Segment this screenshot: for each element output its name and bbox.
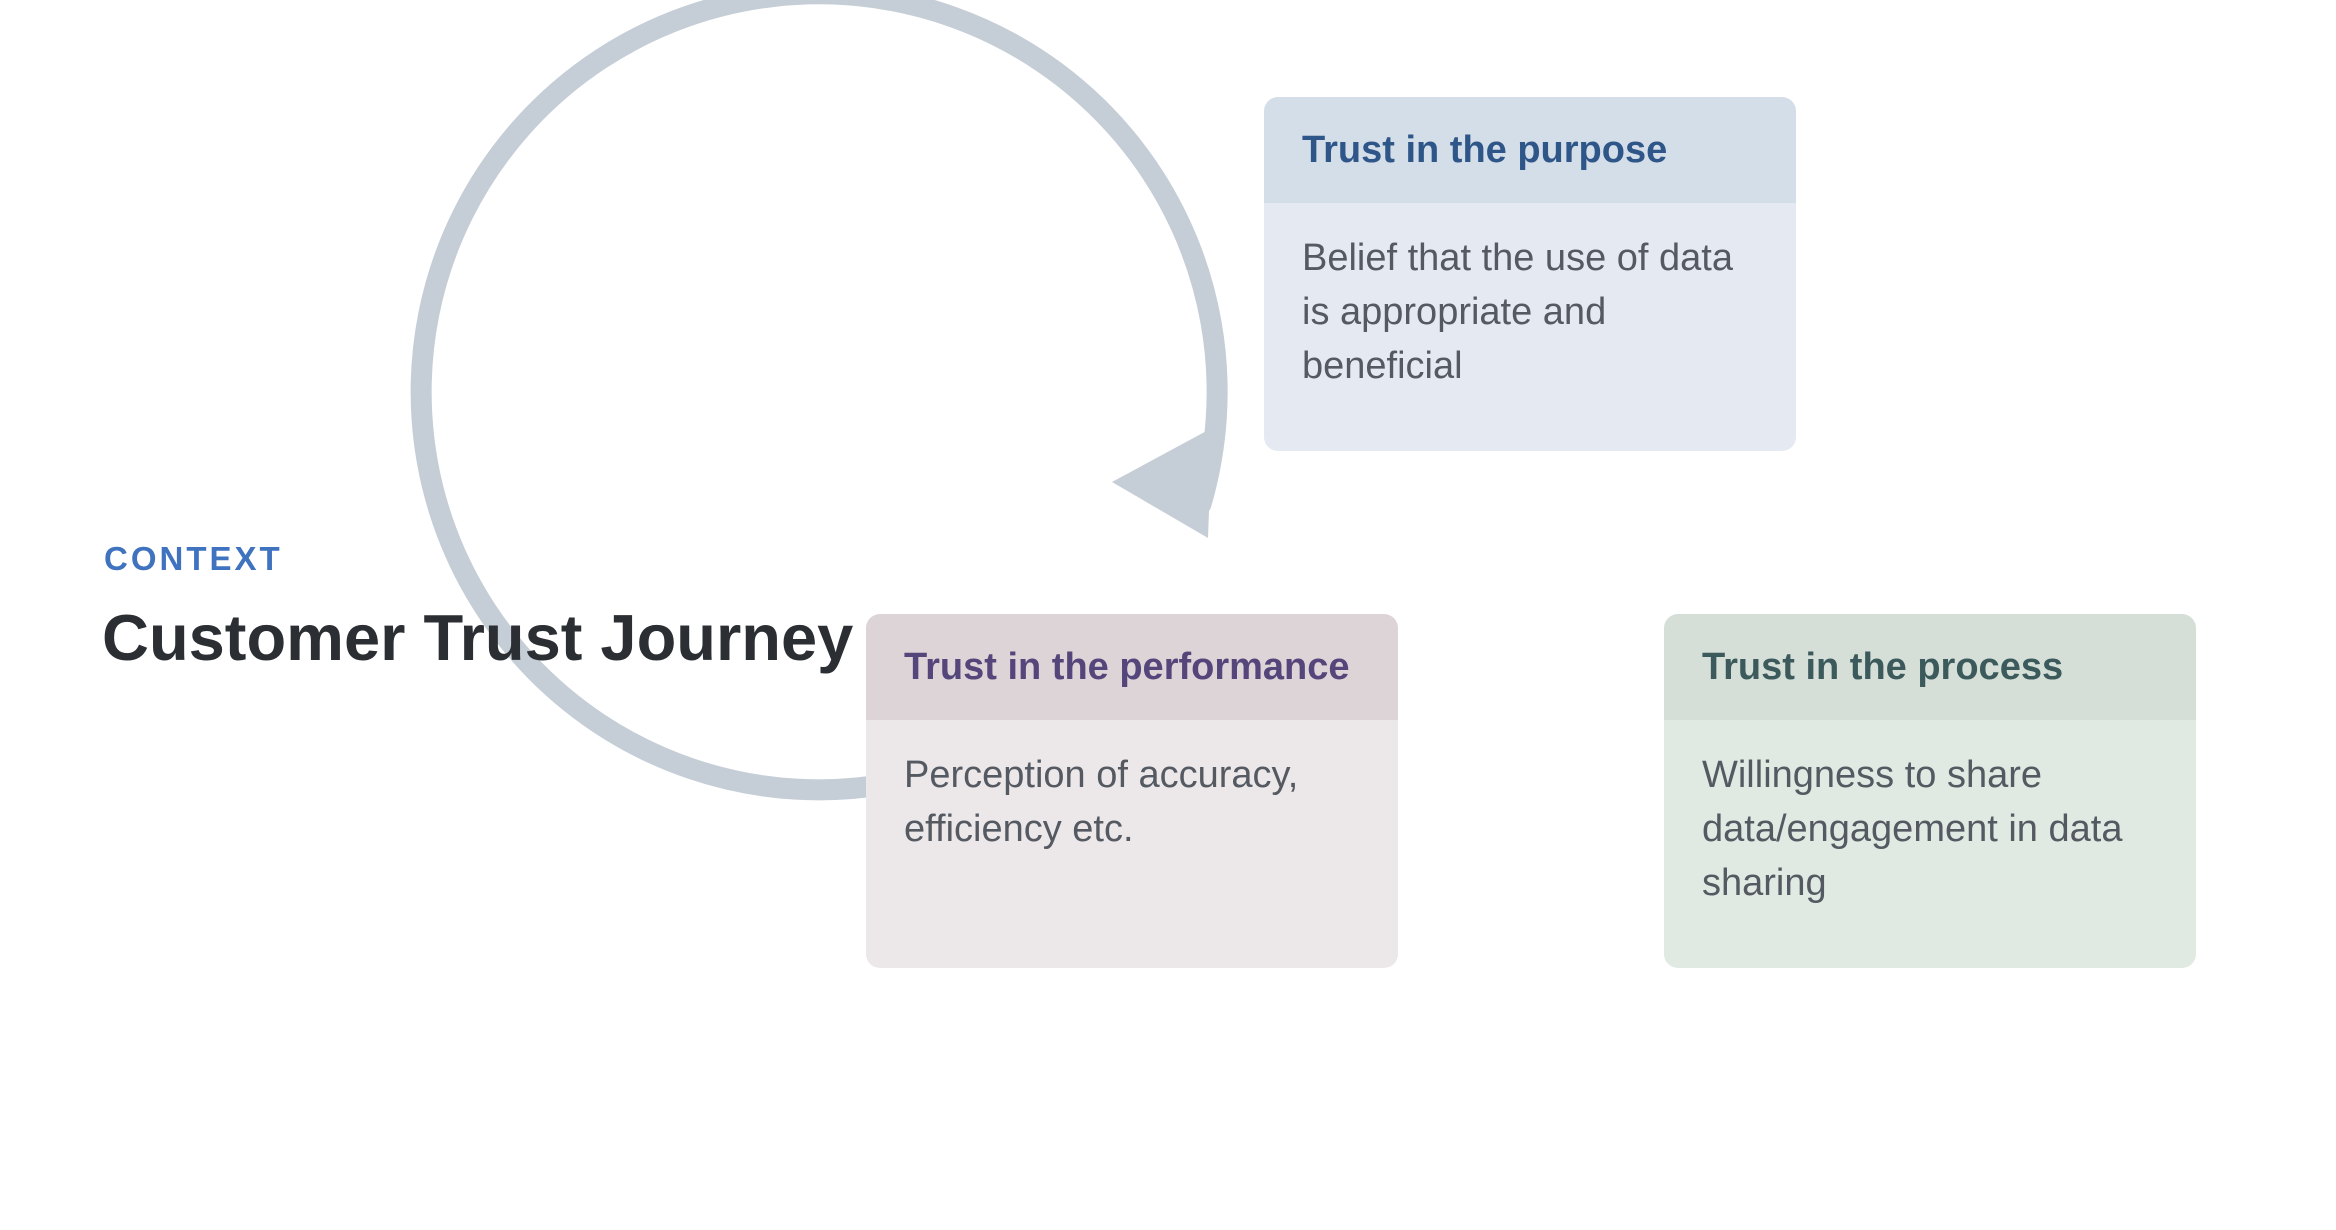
card-heading: Trust in the purpose [1264,97,1796,203]
section-eyebrow: CONTEXT [104,540,283,577]
card-trust-purpose: Trust in the purpose Belief that the use… [1264,97,1796,451]
card-heading: Trust in the performance [866,614,1398,720]
arrow-head-icon [1112,428,1212,538]
card-description: Willingness to share data/engagement in … [1664,720,2196,968]
card-heading: Trust in the process [1664,614,2196,720]
card-description: Perception of accuracy, efficiency etc. [866,720,1398,968]
page-title: Customer Trust Journey [102,601,854,674]
card-description: Belief that the use of data is appropria… [1264,203,1796,451]
cycle-arc [410,0,1228,801]
card-trust-process: Trust in the process Willingness to shar… [1664,614,2196,968]
card-trust-performance: Trust in the performance Perception of a… [866,614,1398,968]
